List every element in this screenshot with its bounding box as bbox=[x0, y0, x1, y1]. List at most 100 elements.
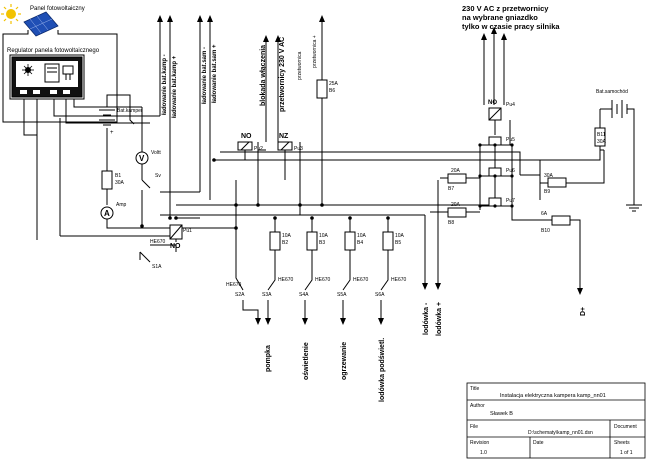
svg-text:+: + bbox=[110, 130, 114, 136]
sun-icon bbox=[1, 4, 21, 24]
switch-s5a: S5A bbox=[337, 292, 347, 298]
document-label: Document bbox=[614, 424, 637, 430]
relay-pu4-no: NO bbox=[488, 100, 497, 106]
label-bat-kamp-minus: ładowanie bat.kamp - bbox=[162, 54, 168, 115]
fuse-b10-rating: 6A bbox=[541, 211, 548, 217]
right-fuses: 20A B7 20A B8 30A B9 6A B10 bbox=[430, 150, 605, 295]
fuse-b10 bbox=[551, 215, 571, 226]
switch-s4a: S4A bbox=[299, 292, 309, 298]
fuse-b3 bbox=[306, 231, 318, 251]
label-d-plus: D+ bbox=[580, 307, 587, 316]
label-przetwornica-230: przetwornicy 230 V AC bbox=[279, 37, 286, 112]
date-label: Date bbox=[533, 440, 544, 446]
he-switch-pu1: HE670 bbox=[150, 239, 166, 245]
house-battery: Bat.kamper + B1 30A A Amp bbox=[99, 94, 176, 229]
label-bat-sam-minus: ładowanie bat.sam - bbox=[202, 47, 208, 104]
ac-title-line3: tylko w czasie pracy silnika bbox=[462, 22, 560, 31]
fuse-b1 bbox=[101, 170, 113, 190]
relay-pu5-label: Pu5 bbox=[506, 137, 515, 143]
relay-pu4-label: Pu4 bbox=[506, 102, 515, 108]
voltmeter-label: Voltt bbox=[151, 150, 161, 156]
he-switch-b4: HE670 bbox=[353, 277, 369, 283]
fuse-b2 bbox=[269, 231, 281, 251]
revision-label: Revision bbox=[470, 440, 489, 446]
fuse-b6-label: B6 bbox=[329, 88, 335, 94]
switch-s2a: S2A bbox=[235, 292, 245, 298]
ac-section: 230 V AC z przetwornicy na wybrane gniaz… bbox=[462, 4, 560, 221]
he-switch-b3: HE670 bbox=[315, 277, 331, 283]
file-label: File bbox=[470, 424, 478, 430]
pv-panel-icon bbox=[23, 11, 59, 37]
ac-title-line2: na wybrane gniazdko bbox=[462, 13, 538, 22]
fuse-b8 bbox=[447, 207, 467, 218]
battery-icon bbox=[44, 63, 60, 83]
label-lodowka-plus: lodówka + bbox=[436, 302, 443, 336]
label-pompka: pompka bbox=[265, 345, 272, 372]
fuse-b9-rating: 30A bbox=[544, 173, 554, 179]
relay-pu3: NZ Pu3 bbox=[257, 133, 303, 205]
fuse-b8-label: B8 bbox=[448, 220, 454, 226]
panel-label: Panel fotowoltaiczny bbox=[30, 6, 85, 12]
load-fuses: 10A B2 HE670 S3A 10A B3 HE670 S4A 10A B4… bbox=[226, 180, 441, 325]
fuse-b6 bbox=[316, 79, 328, 99]
relay-pu2-no: NO bbox=[241, 133, 252, 140]
regulator-label: Regulator panela fotowoltaicznego bbox=[7, 48, 100, 54]
fuse-b5-rating: 10A bbox=[395, 233, 405, 239]
label-przetwornica-plus: przetwornica + bbox=[312, 35, 318, 68]
fuse-b10-label: B10 bbox=[541, 228, 550, 234]
label-ogrzewanie: ogrzewanie bbox=[341, 342, 348, 380]
relay-pu3-nz: NZ bbox=[279, 133, 289, 140]
fuse-b8-rating: 20A bbox=[451, 202, 461, 208]
fuse-b3-label: B3 bbox=[319, 240, 325, 246]
he-switch-b5: HE670 bbox=[391, 277, 407, 283]
voltmeter: V Voltt Sv bbox=[135, 107, 161, 226]
label-lodowka-minus: lodówka - bbox=[423, 302, 430, 335]
relay-pu6-label: Pu6 bbox=[506, 168, 515, 174]
switch-s3a: S3A bbox=[262, 292, 272, 298]
fuse-b4 bbox=[344, 231, 356, 251]
relay-pu3-label: Pu3 bbox=[294, 146, 303, 152]
fuse-b3-rating: 10A bbox=[319, 233, 329, 239]
author-label: Author bbox=[470, 403, 485, 409]
fuse-b7 bbox=[447, 173, 467, 184]
top-feed-wires: ładowanie bat.kamp - ładowanie bat.kamp … bbox=[157, 15, 339, 218]
ammeter-symbol: A bbox=[104, 209, 110, 218]
relay-pu7-label: Pu7 bbox=[506, 198, 515, 204]
ammeter: A Amp bbox=[100, 202, 127, 220]
fuse-b1-rating: 30A bbox=[115, 180, 125, 186]
fuse-b5-label: B5 bbox=[395, 240, 401, 246]
he-switch-pompka: HE670 bbox=[226, 282, 242, 288]
title-label: Title bbox=[470, 386, 479, 392]
author-value: Sławek B bbox=[490, 411, 513, 417]
label-oswietlenie: oświetlenie bbox=[303, 342, 310, 380]
fuse-b2-label: B2 bbox=[282, 240, 288, 246]
sun-icon bbox=[22, 64, 34, 76]
fuse-b7-rating: 20A bbox=[451, 168, 461, 174]
voltmeter-symbol: V bbox=[139, 154, 145, 163]
switch-s6a: S6A bbox=[375, 292, 385, 298]
fuse-b11-label: B11 bbox=[597, 132, 606, 138]
car-battery: Bat.samochód B11 30A bbox=[540, 89, 642, 212]
fuse-b4-label: B4 bbox=[357, 240, 363, 246]
file-value: D:\schematy\kamp_nn01.dsn bbox=[528, 430, 593, 436]
title-value: Instalacja elektryczna kampera kamp_nn01 bbox=[500, 393, 606, 399]
relay-pu2-label: Pu2 bbox=[254, 146, 263, 152]
fuse-b9-label: B9 bbox=[544, 189, 550, 195]
fuse-b6-rating: 25A bbox=[329, 81, 339, 87]
label-przetwornica-small: przetwornica bbox=[297, 51, 303, 80]
label-bat-kamp-plus: ładowanie bat.kamp + bbox=[172, 55, 178, 118]
label-bat-sam-plus: ładowanie bat.sam + bbox=[212, 44, 218, 103]
fuse-b5 bbox=[382, 231, 394, 251]
fuse-b4-rating: 10A bbox=[357, 233, 367, 239]
he-switch-b2: HE670 bbox=[278, 277, 294, 283]
fuse-b2-rating: 10A bbox=[282, 233, 292, 239]
ac-title-line1: 230 V AC z przetwornicy bbox=[462, 4, 549, 13]
regulator: Regulator panela fotowoltaicznego bbox=[7, 48, 160, 230]
fuse-b11-rating: 30A bbox=[597, 139, 607, 145]
fuse-b9 bbox=[547, 177, 567, 188]
revision-value: 1.0 bbox=[480, 450, 487, 456]
label-lodowka-podswietl: lodówka podświetl. bbox=[379, 338, 386, 402]
relay-pu1: Pu1 NO HE670 S1A bbox=[139, 224, 192, 270]
